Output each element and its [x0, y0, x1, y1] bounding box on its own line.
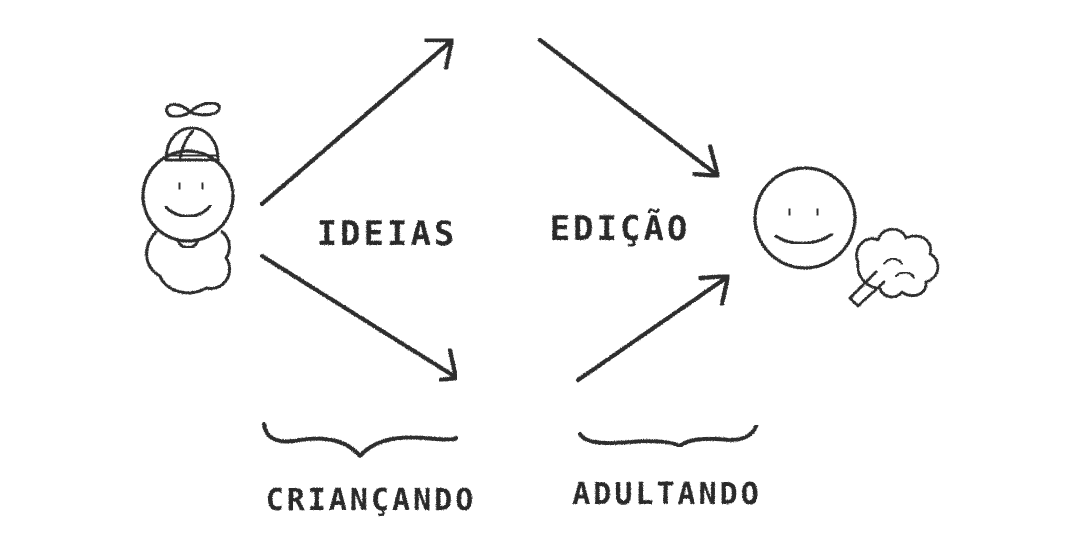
arrow-ideias-to-adult: [537, 37, 721, 179]
brace-adultando: [578, 424, 758, 448]
adult-head: [753, 166, 857, 270]
arrow-child-to-criancando: [259, 253, 459, 383]
child-smile: [164, 204, 212, 218]
adult-smile: [774, 232, 834, 245]
brace-criancando: [262, 422, 458, 458]
child-eye-left: [177, 181, 182, 191]
child-figure: [141, 101, 235, 295]
propeller-icon: [165, 101, 221, 119]
arrow-adultando-to-adult: [575, 273, 731, 383]
child-collar: [176, 238, 200, 249]
label-criancando: CRIANÇANDO: [266, 483, 477, 518]
label-edicao: EDIÇÃO: [550, 208, 691, 249]
label-adultando: ADULTANDO: [572, 477, 762, 512]
arrow-child-to-ideias: [259, 37, 455, 207]
adult-eye-right: [815, 207, 820, 217]
label-ideias: IDEIAS: [317, 214, 458, 254]
child-eye-right: [200, 181, 205, 191]
adult-figure: [753, 166, 857, 270]
adult-eye-left: [787, 207, 792, 217]
child-body: [145, 230, 232, 295]
cap-icon: [164, 126, 220, 162]
broccoli-icon: [848, 227, 940, 308]
child-head: [141, 149, 235, 243]
